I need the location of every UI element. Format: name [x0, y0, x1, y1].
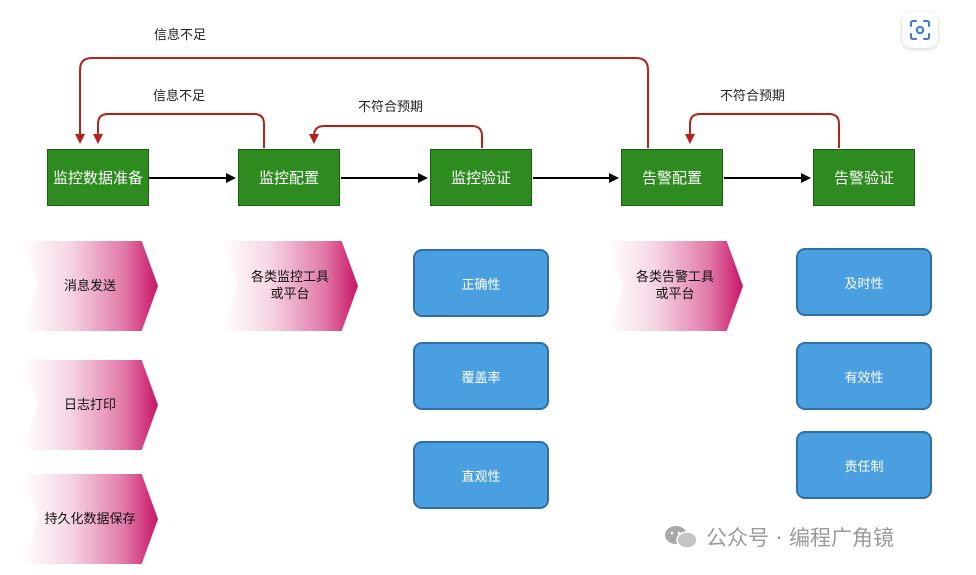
chevron-monitor-tools: 各类监控工具 或平台	[222, 241, 358, 331]
chevron-line-1: 各类监控工具	[250, 270, 329, 285]
chevron-line-2: 或平台	[270, 287, 310, 302]
chevron-line-2: 或平台	[655, 287, 695, 302]
chevron-message-send: 消息发送	[22, 241, 158, 331]
chevron-label: 消息发送	[63, 278, 116, 294]
feedback-arrow-middle	[309, 125, 483, 148]
watermark: 公众号 · 编程广角镜	[664, 522, 894, 552]
chevron-log-print: 日志打印	[22, 360, 158, 450]
chevron-line-1: 各类告警工具	[635, 270, 714, 285]
feedback-label-right: 不符合预期	[720, 89, 786, 104]
wechat-icon	[665, 526, 698, 549]
chevron-label: 日志打印	[63, 397, 116, 413]
step-monitor-config: 监控配置	[238, 149, 340, 206]
feedback-arrow-right	[685, 113, 840, 148]
pill-accountability: 责任制	[796, 431, 932, 499]
step-alert-verify: 告警验证	[813, 149, 915, 206]
feedback-label-inner-left: 信息不足	[153, 89, 206, 104]
feedback-label-outer: 信息不足	[154, 28, 207, 43]
scan-button[interactable]	[902, 12, 938, 48]
chevron-label: 持久化数据保存	[44, 511, 136, 527]
chevron-persist-data: 持久化数据保存	[22, 474, 158, 564]
scan-icon	[910, 20, 930, 40]
chevron-label-multiline: 各类告警工具 或平台	[622, 269, 728, 303]
feedback-arrow-outer	[75, 57, 649, 148]
step-monitor-verify: 监控验证	[430, 149, 532, 206]
feedback-arrow-inner-left	[93, 113, 265, 148]
watermark-text: 公众号 · 编程广角镜	[706, 526, 895, 550]
step-monitor-data-prep: 监控数据准备	[47, 149, 149, 206]
step-alert-config: 告警配置	[621, 149, 723, 206]
pill-timeliness: 及时性	[796, 248, 932, 316]
pill-coverage: 覆盖率	[413, 342, 549, 410]
pill-effectiveness: 有效性	[796, 342, 932, 410]
pill-intuitiveness: 直观性	[413, 441, 549, 509]
chevron-label-multiline: 各类监控工具 或平台	[237, 269, 343, 303]
feedback-label-middle: 不符合预期	[358, 100, 424, 115]
chevron-alert-tools: 各类告警工具 或平台	[607, 241, 743, 331]
pill-correctness: 正确性	[413, 249, 549, 317]
